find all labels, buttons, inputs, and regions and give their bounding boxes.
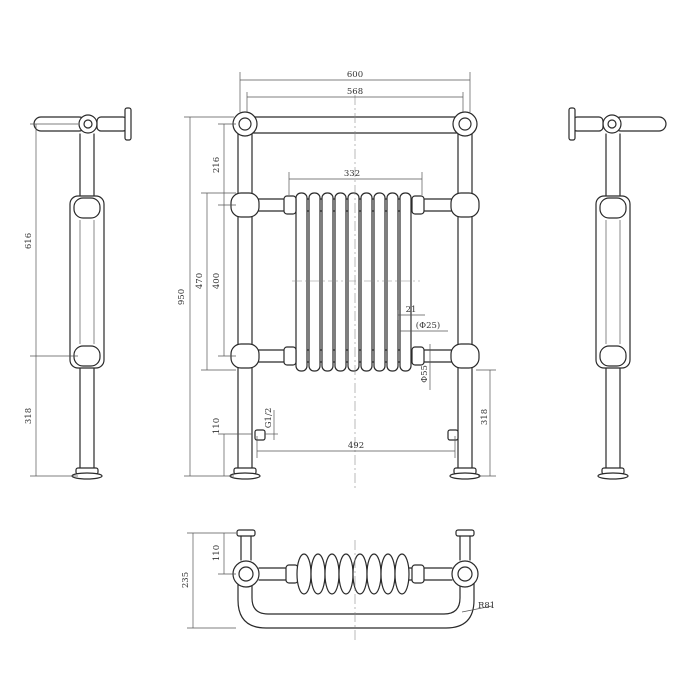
dim-leg-height-front: 318 [480,409,490,425]
dim-overall-height: 950 [177,289,187,305]
dim-plan-depth: 235 [181,572,191,588]
left-side-view: 616 318 [24,107,132,480]
front-dimensions: 600 568 332 492 950 216 470 400 [177,70,496,477]
dim-radiator-inner-height: 400 [212,273,222,289]
radiator-column [283,192,425,372]
dim-rail-width: 568 [347,87,363,97]
plan-view: 235 110 R81 [181,529,495,640]
dim-plan-offset: 110 [212,545,222,561]
dim-radiator-width: 332 [344,169,360,179]
right-side-view [568,107,667,480]
dim-tube-55: Φ55 [420,365,430,383]
plan-radiator-sections [285,553,425,595]
dim-top-rail-offset: 216 [212,157,222,173]
dim-pipe-spacing: 492 [348,441,364,451]
dim-radiator-outer-height: 470 [195,273,205,289]
dim-side-height: 616 [24,233,34,249]
dim-valve-height: 110 [212,418,222,434]
dim-bend-radius: R81 [478,601,495,611]
dim-tube-21: 21 [406,305,417,315]
dim-leg-height-side: 318 [24,408,34,424]
dim-overall-width: 600 [347,70,363,80]
front-view [229,95,481,490]
dim-valve-thread: G1/2 [264,408,274,428]
dim-tube-25: (Φ25) [416,320,440,331]
